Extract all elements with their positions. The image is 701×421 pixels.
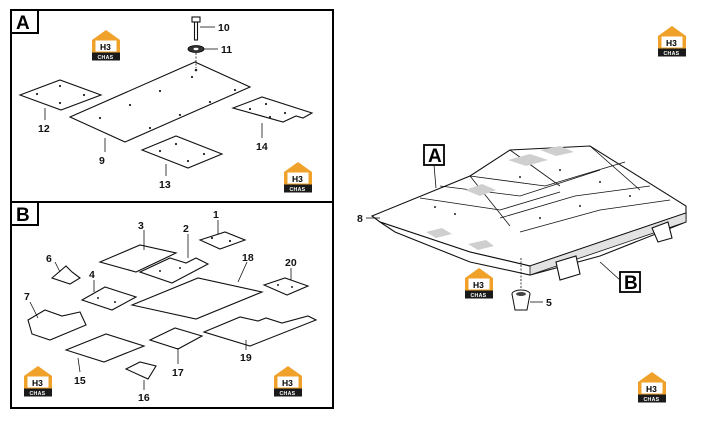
- plate-13: [140, 135, 224, 176]
- callout-17: 17: [172, 367, 184, 379]
- callout-14: 14: [256, 141, 268, 153]
- callout-2: 2: [183, 223, 189, 235]
- callout-8: 8: [357, 213, 363, 225]
- logo-r-1: H3 CHAS: [658, 26, 686, 57]
- svg-text:CHAS: CHAS: [471, 293, 487, 299]
- callout-11: 11: [221, 44, 232, 56]
- svg-text:H3: H3: [282, 378, 293, 388]
- logo-a-2: H3 CHAS: [284, 162, 312, 193]
- svg-text:CHAS: CHAS: [98, 55, 114, 61]
- floor-plate-assembly: 5 8 A B: [357, 144, 687, 311]
- callout-7: 7: [24, 291, 30, 303]
- callout-16: 16: [138, 392, 150, 404]
- svg-text:CHAS: CHAS: [30, 391, 46, 397]
- section-b-label: B: [16, 205, 30, 226]
- assembly-label-a: A: [423, 144, 445, 189]
- plate-4: [80, 280, 138, 311]
- svg-text:CHAS: CHAS: [664, 51, 680, 57]
- logo-r-2: H3 CHAS: [465, 268, 493, 299]
- plate-2: [138, 234, 210, 284]
- callout-1: 1: [213, 209, 219, 221]
- svg-text:H3: H3: [292, 174, 303, 184]
- svg-text:CHAS: CHAS: [290, 187, 306, 193]
- callout-15: 15: [74, 375, 86, 387]
- plate-17: [148, 327, 204, 364]
- plate-7: [27, 301, 87, 341]
- plate-12: [18, 79, 103, 120]
- logo-r-3: H3 CHAS: [638, 372, 666, 403]
- section-a-label: A: [16, 13, 30, 34]
- plate-9: [68, 61, 252, 152]
- callout-20: 20: [285, 257, 297, 269]
- svg-text:H3: H3: [666, 38, 677, 48]
- callout-6: 6: [46, 253, 52, 265]
- callout-19: 19: [240, 352, 252, 364]
- svg-text:CHAS: CHAS: [644, 397, 660, 403]
- plate-16: [124, 361, 157, 390]
- plate-20: [262, 268, 310, 296]
- svg-text:H3: H3: [646, 384, 657, 394]
- svg-text:H3: H3: [100, 42, 111, 52]
- section-b-panel: B 1 2 3 6: [10, 201, 334, 409]
- svg-text:B: B: [624, 273, 638, 294]
- logo-b-2: H3 CHAS: [274, 366, 302, 397]
- callout-5: 5: [546, 297, 552, 309]
- plate-19: [202, 315, 318, 350]
- logo-b-1: H3 CHAS: [24, 366, 52, 397]
- plate-3: [98, 230, 178, 273]
- callout-12: 12: [38, 123, 50, 135]
- plate-6: [50, 261, 81, 285]
- svg-text:CHAS: CHAS: [280, 391, 296, 397]
- callout-10: 10: [218, 22, 230, 34]
- drain-5: [511, 258, 543, 311]
- washer-11: [187, 45, 218, 68]
- callout-18: 18: [242, 252, 254, 264]
- plate-18: [130, 261, 264, 320]
- logo-a-1: H3 CHAS: [92, 30, 120, 61]
- callout-9: 9: [99, 155, 105, 167]
- svg-text:H3: H3: [32, 378, 43, 388]
- svg-text:H3: H3: [473, 280, 484, 290]
- assembly-label-b: B: [599, 261, 641, 294]
- plate-15: [64, 333, 146, 373]
- callout-13: 13: [159, 179, 171, 191]
- plate-1: [198, 220, 247, 250]
- plate-14: [231, 96, 314, 138]
- bolt-10: [191, 16, 215, 41]
- callout-4: 4: [89, 269, 95, 281]
- callout-3: 3: [138, 220, 144, 232]
- svg-text:A: A: [428, 146, 442, 167]
- section-a-panel: A 12 9 10: [10, 9, 334, 203]
